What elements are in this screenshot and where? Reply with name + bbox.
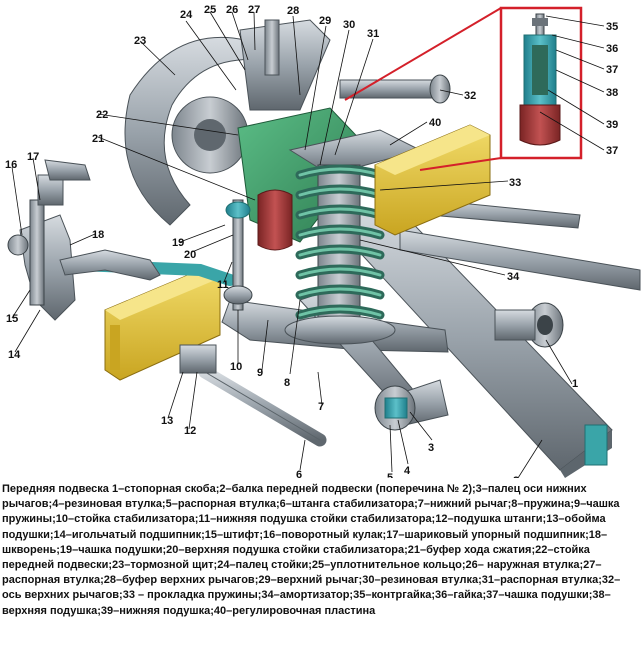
callout-16: 16 <box>5 159 17 171</box>
compression-buffer <box>257 189 293 251</box>
callout-12: 12 <box>184 425 196 437</box>
callout-27: 27 <box>248 4 260 16</box>
callout-21: 21 <box>92 133 104 145</box>
callout-23: 23 <box>134 35 146 47</box>
callout-3: 3 <box>428 442 434 454</box>
callout-35: 35 <box>606 21 618 33</box>
callout-37: 37 <box>606 64 618 76</box>
lower-axis-pin <box>374 385 416 431</box>
callout-24: 24 <box>180 9 193 21</box>
callout-28: 28 <box>287 5 299 17</box>
callout-33: 33 <box>509 177 521 189</box>
callout-7: 7 <box>318 401 324 413</box>
callout-11: 11 <box>217 279 229 291</box>
yellow-member-right <box>374 124 491 236</box>
callout-34: 34 <box>507 271 520 283</box>
brake-shield <box>124 36 262 226</box>
callout-37b: 37 <box>606 145 618 157</box>
detail-inset <box>344 6 583 171</box>
rear-strut-rod <box>399 199 641 291</box>
callout-8: 8 <box>284 377 290 389</box>
callout-31: 31 <box>367 28 379 40</box>
steering-knuckle <box>7 159 161 321</box>
coil-spring <box>284 164 396 345</box>
callout-40: 40 <box>429 117 441 129</box>
callout-13: 13 <box>161 415 173 427</box>
callout-15: 15 <box>6 313 18 325</box>
upper-arm <box>239 19 331 111</box>
callout-14: 14 <box>8 349 21 361</box>
callout-26: 26 <box>226 4 238 16</box>
callout-2: 2 <box>513 475 519 478</box>
callout-17: 17 <box>27 151 39 163</box>
callout-9: 9 <box>257 367 263 379</box>
callout-18: 18 <box>92 229 104 241</box>
callout-38: 38 <box>606 87 618 99</box>
callout-30: 30 <box>343 19 355 31</box>
figure-caption: Передняя подвеска 1–стопорная скоба;2–ба… <box>2 483 621 617</box>
suspension-diagram: 1 2 3 4 5 6 7 8 9 10 11 12 13 14 15 16 1… <box>5 4 641 478</box>
callout-4: 4 <box>404 465 411 477</box>
stabilizer-strut <box>223 199 253 311</box>
callout-32: 32 <box>464 90 476 102</box>
callout-labels: 1 2 3 4 5 6 7 8 9 10 11 12 13 14 15 16 1… <box>5 4 618 478</box>
callout-10: 10 <box>230 361 242 373</box>
leader-lines <box>11 11 605 478</box>
callout-25: 25 <box>204 4 216 16</box>
callout-36: 36 <box>606 43 618 55</box>
callout-29: 29 <box>319 15 331 27</box>
upper-arm-axle <box>339 74 451 104</box>
callout-19: 19 <box>172 237 184 249</box>
callout-39: 39 <box>606 119 618 131</box>
bushing-mount <box>494 302 564 348</box>
callout-6: 6 <box>296 469 302 478</box>
callout-1: 1 <box>572 378 578 390</box>
callout-5: 5 <box>387 472 393 478</box>
callout-22: 22 <box>96 109 108 121</box>
callout-20: 20 <box>184 249 196 261</box>
